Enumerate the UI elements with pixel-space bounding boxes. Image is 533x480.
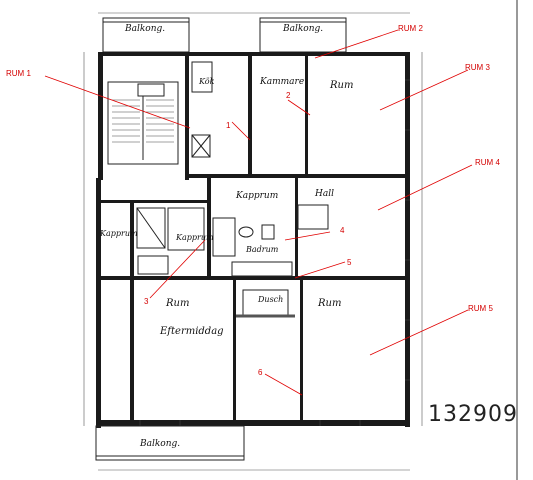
kitchen-counter bbox=[191, 61, 213, 93]
room-kok: Kök bbox=[198, 77, 215, 86]
room-badrum: Badrum bbox=[245, 245, 279, 254]
label-n2: 2 bbox=[286, 91, 291, 100]
room-rum-lower-left: Rum bbox=[165, 298, 189, 309]
label-rum4: RUM 4 bbox=[475, 158, 500, 167]
room-dusch: Dusch bbox=[257, 295, 283, 304]
stairwell bbox=[107, 81, 179, 165]
room-eftermiddag: Eftermiddag bbox=[159, 326, 224, 337]
label-n3: 3 bbox=[144, 297, 149, 306]
room-kapprum-center: Kapprum bbox=[235, 191, 278, 201]
balcony-bottom-label: Balkong. bbox=[139, 439, 180, 449]
room-kammare: Kammare bbox=[259, 77, 304, 87]
document-number: 132909 bbox=[428, 402, 518, 427]
balcony-bottom: Balkong. bbox=[95, 425, 245, 461]
balcony-right-label: Balkong. bbox=[282, 24, 323, 34]
room-hall: Hall bbox=[314, 189, 334, 199]
room-kapprum-left: Kapprum bbox=[99, 229, 138, 238]
room-kapprum-mid: Kapprum bbox=[175, 233, 214, 242]
balcony-right-top: Balkong. bbox=[259, 17, 347, 53]
bathroom-fixtures bbox=[212, 217, 295, 318]
label-n1: 1 bbox=[226, 121, 231, 130]
label-rum1: RUM 1 bbox=[6, 69, 31, 78]
label-n4: 4 bbox=[340, 226, 345, 235]
room-rum-top: Rum bbox=[329, 80, 353, 91]
room-rum-lower: Rum bbox=[317, 298, 341, 309]
balcony-left-top: Balkong. bbox=[102, 17, 190, 53]
label-n6: 6 bbox=[258, 368, 263, 377]
label-rum2: RUM 2 bbox=[398, 24, 423, 33]
label-rum5: RUM 5 bbox=[468, 304, 493, 313]
label-n5: 5 bbox=[347, 258, 352, 267]
label-rum3: RUM 3 bbox=[465, 63, 490, 72]
balcony-left-label: Balkong. bbox=[124, 24, 165, 34]
